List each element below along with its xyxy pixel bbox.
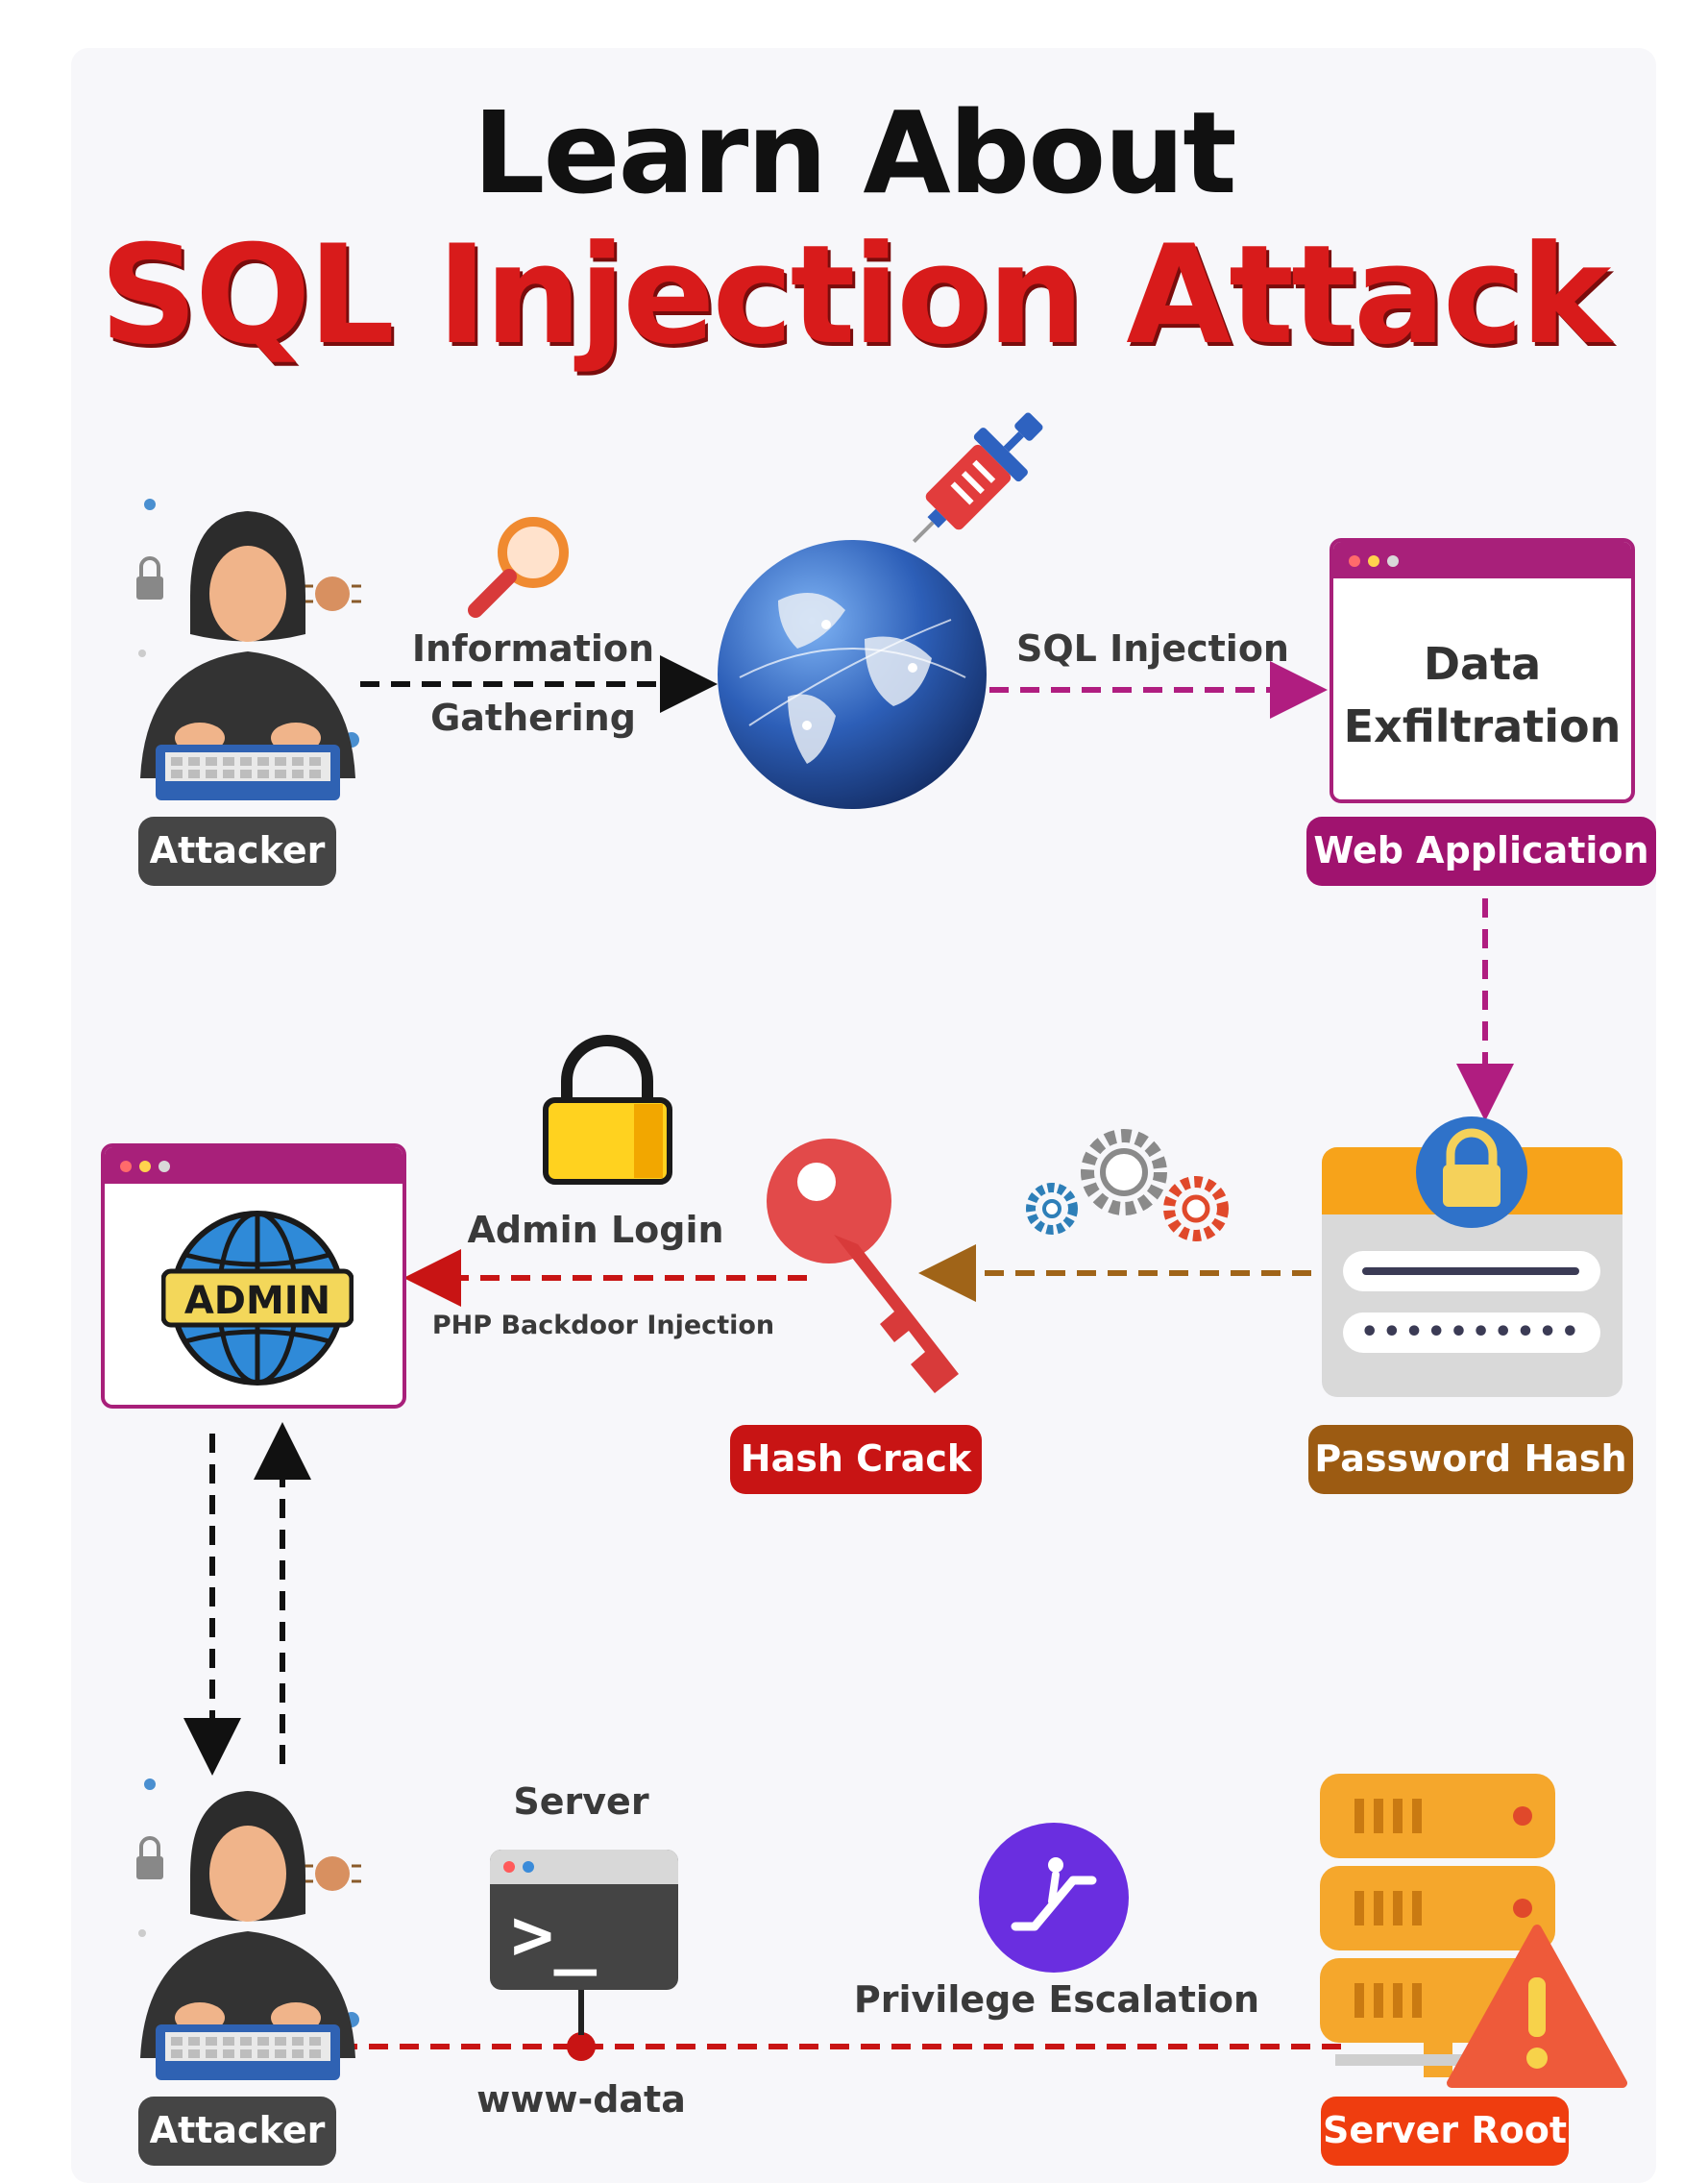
admin-badge-text: ADMIN: [183, 1279, 331, 1323]
www-data-label: www-data: [476, 2078, 686, 2121]
attacker-badge: Attacker: [138, 817, 336, 886]
syringe-icon: [912, 412, 1043, 544]
window-dot-red: [120, 1161, 132, 1172]
window-dot-gray: [1387, 555, 1399, 567]
window-title-bar: [105, 1147, 403, 1184]
title-line-1: Learn About: [473, 86, 1236, 219]
gears-icon: [1026, 1129, 1229, 1241]
terminal-dot-blue: [523, 1861, 534, 1873]
key-icon: [767, 1139, 959, 1393]
terminal-icon: >_: [490, 1850, 678, 1990]
privilege-escalation-label: Privilege Escalation: [853, 1978, 1260, 2021]
sql-injection-label: SQL Injection: [1016, 627, 1289, 670]
magnifier-icon: [468, 517, 569, 618]
server-label: Server: [513, 1780, 649, 1823]
window-dot-yellow: [139, 1161, 151, 1172]
terminal-dot-red: [503, 1861, 515, 1873]
admin-globe-icon: [161, 1211, 354, 1386]
password-mask-text: ••••••••••: [1360, 1315, 1583, 1349]
admin-window: ADMIN: [101, 1143, 406, 1409]
title-line-2: SQL Injection Attack: [99, 216, 1612, 375]
window-title-bar: [1333, 542, 1631, 578]
server-connection-node: [567, 2032, 596, 2061]
window-dot-yellow: [1368, 555, 1379, 567]
info-gathering-label-line1: Information: [411, 627, 655, 670]
password-hash-badge: Password Hash: [1308, 1425, 1633, 1494]
hash-crack-badge: Hash Crack: [730, 1425, 982, 1494]
server-root-badge: Server Root: [1321, 2097, 1569, 2166]
padlock-icon: [543, 1035, 672, 1185]
hacker-icon: [136, 1778, 361, 2080]
terminal-prompt: >_: [511, 1894, 598, 1976]
attacker-badge: Attacker: [138, 2097, 336, 2166]
globe-icon: [718, 540, 987, 809]
terminal-title-bar: [490, 1850, 678, 1884]
data-exfiltration-text-line1: Data: [1423, 638, 1542, 690]
login-form-icon: [1322, 1116, 1623, 1397]
warning-icon: [1447, 1925, 1627, 2088]
server-stack-icon: [1320, 1774, 1555, 2077]
info-gathering-label-line2: Gathering: [430, 697, 636, 739]
window-dot-gray: [159, 1161, 170, 1172]
window-dot-red: [1349, 555, 1360, 567]
hacker-icon: [136, 499, 361, 800]
web-application-badge: Web Application: [1306, 817, 1656, 886]
php-backdoor-label: PHP Backdoor Injection: [431, 1311, 775, 1340]
admin-login-label: Admin Login: [467, 1209, 724, 1251]
data-exfiltration-text-line2: Exfiltration: [1343, 700, 1622, 752]
escalator-icon: [979, 1823, 1129, 1973]
data-exfiltration-window: Data Exfiltration: [1330, 538, 1635, 803]
